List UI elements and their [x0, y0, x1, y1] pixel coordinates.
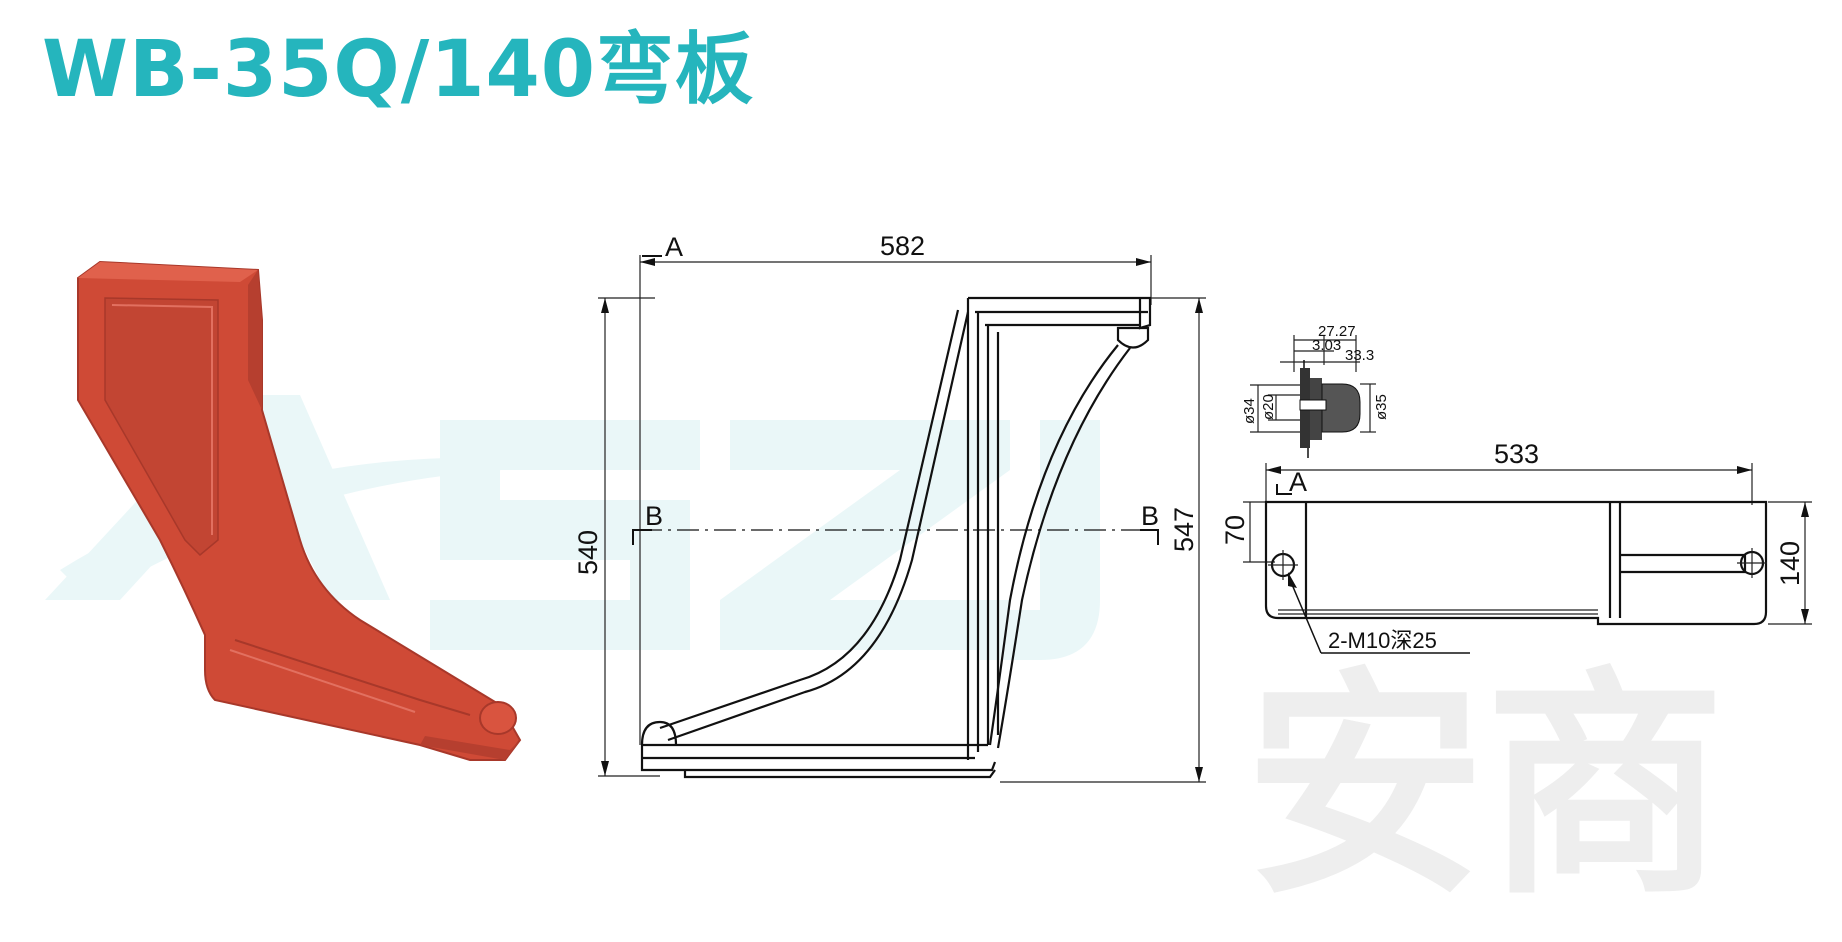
dim-height-540: 540: [573, 530, 603, 575]
section-b-right-label: B: [1141, 501, 1159, 531]
side-view: 533 A 70 140 2-M10深: [1220, 439, 1812, 654]
dim-27-27: 27.27: [1318, 323, 1356, 340]
dim-dia-34: ø34: [1241, 398, 1258, 424]
page-title: WB-35Q/140弯板: [42, 25, 755, 115]
dim-width-582: 582: [880, 231, 925, 261]
dim-height-547: 547: [1169, 507, 1199, 552]
dim-length-533: 533: [1494, 439, 1539, 469]
dim-height-70: 70: [1220, 515, 1250, 545]
dim-dia-20: ø20: [1260, 394, 1277, 420]
side-section-a-label: A: [1289, 467, 1307, 497]
dim-height-140: 140: [1775, 541, 1805, 586]
product-illustration: [77, 260, 522, 761]
detail-view: 27.27 3.03 33.3 ø34 ø20 ø35: [1241, 323, 1390, 458]
section-a-label: A: [665, 232, 683, 262]
front-view: 582 A 540 547 B B: [573, 231, 1206, 783]
hole-note: 2-M10深25: [1328, 628, 1437, 653]
dim-dia-35: ø35: [1373, 394, 1390, 420]
dim-33-3: 33.3: [1345, 347, 1374, 364]
dim-3-03: 3.03: [1312, 337, 1341, 354]
section-b-left-label: B: [645, 501, 663, 531]
watermark-cjk-text: 安商: [1245, 647, 1725, 927]
